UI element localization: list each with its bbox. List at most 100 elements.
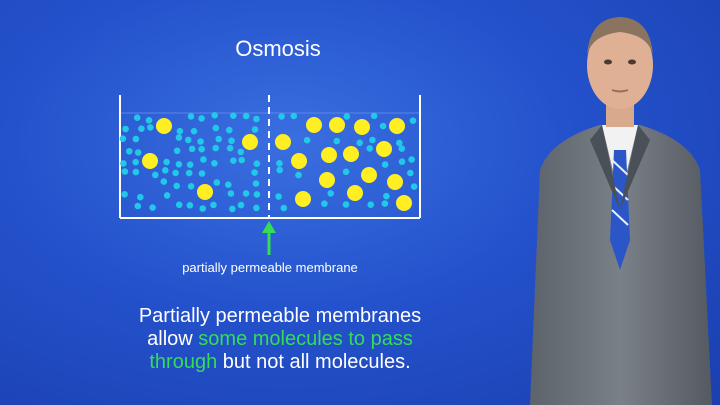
solute-molecules (142, 117, 412, 211)
water-molecule (343, 113, 351, 120)
water-molecule (119, 135, 127, 142)
water-molecule (197, 138, 204, 145)
water-molecule (238, 156, 245, 164)
solute-molecule (361, 167, 377, 183)
water-molecules (119, 112, 418, 213)
water-molecule (175, 201, 183, 209)
water-molecule (225, 181, 232, 188)
water-molecule (342, 201, 350, 208)
water-molecule (137, 193, 144, 201)
solute-molecule (306, 117, 322, 133)
water-molecule (145, 117, 153, 124)
water-molecule (200, 156, 207, 163)
water-molecule (278, 113, 285, 120)
solute-molecule (275, 134, 291, 150)
water-molecule (251, 169, 258, 176)
water-molecule (410, 183, 418, 190)
caption-line-1: Partially permeable membranes (138, 305, 422, 327)
water-molecule (407, 169, 414, 177)
water-molecule (242, 190, 250, 197)
water-molecule (132, 135, 140, 143)
water-molecule (210, 201, 217, 209)
water-molecule (253, 160, 261, 167)
water-molecule (369, 136, 376, 144)
water-molecule (251, 126, 259, 133)
caption-line-2: allow some molecules to pass (80, 328, 480, 351)
water-molecule (213, 179, 221, 186)
caption-highlight: some molecules to pass (198, 328, 413, 350)
caption-highlight: through (149, 351, 218, 373)
water-molecule (409, 117, 417, 124)
water-molecule (398, 145, 406, 152)
water-molecule (173, 182, 180, 190)
water-molecule (398, 158, 406, 165)
water-molecule (149, 204, 156, 211)
solute-molecule (343, 146, 359, 162)
water-molecule (185, 169, 193, 177)
water-molecule (121, 168, 129, 175)
water-molecule (379, 122, 387, 130)
water-molecule (237, 148, 245, 156)
water-molecule (138, 125, 145, 132)
water-molecule (381, 200, 389, 207)
water-molecule (173, 147, 181, 155)
water-molecule (185, 136, 192, 144)
water-molecule (121, 191, 128, 198)
solute-molecule (387, 174, 403, 190)
water-molecule (198, 115, 205, 122)
water-molecule (134, 149, 142, 156)
solute-molecule (389, 118, 405, 134)
water-molecule (226, 126, 233, 134)
solute-molecule (376, 141, 392, 157)
water-molecule (215, 135, 222, 143)
water-molecule (275, 193, 282, 200)
water-molecule (280, 204, 288, 212)
solute-molecule (321, 147, 337, 163)
solute-molecule (242, 134, 258, 150)
water-molecule (152, 171, 159, 179)
water-molecule (175, 134, 183, 141)
solute-molecule (295, 191, 311, 207)
water-molecule (370, 112, 378, 120)
water-molecule (253, 191, 261, 198)
water-molecule (132, 158, 139, 166)
water-molecule (230, 112, 237, 119)
water-molecule (290, 112, 298, 120)
water-molecule (163, 192, 171, 199)
solute-molecule (396, 195, 412, 211)
water-molecule (172, 169, 179, 177)
water-molecule (199, 205, 206, 212)
water-molecule (383, 192, 390, 200)
solute-molecule (197, 184, 213, 200)
solute-molecule (347, 185, 363, 201)
water-molecule (188, 145, 196, 153)
water-molecule (356, 139, 364, 147)
water-molecule (252, 180, 260, 187)
caption-text: allow (147, 328, 199, 350)
slide-title: Osmosis (235, 36, 321, 61)
water-molecule (396, 139, 403, 147)
water-molecule (381, 161, 389, 168)
water-molecule (132, 168, 140, 176)
water-molecule (366, 145, 374, 152)
water-molecule (230, 157, 237, 164)
water-molecule (408, 156, 415, 163)
water-molecule (176, 127, 184, 135)
water-molecule (367, 201, 375, 208)
membrane-label: partially permeable membrane (182, 260, 358, 275)
water-molecule (321, 200, 328, 207)
water-molecule (333, 137, 341, 145)
water-molecule (211, 160, 218, 167)
water-molecule (242, 112, 250, 120)
solute-molecule (291, 153, 307, 169)
water-molecule (327, 190, 335, 197)
water-molecule (162, 167, 169, 174)
water-molecule (253, 204, 260, 212)
caption: Partially permeable membranes allow some… (80, 305, 480, 374)
water-molecule (126, 148, 133, 155)
water-molecule (198, 170, 206, 177)
water-molecule (342, 168, 350, 176)
water-molecule (122, 125, 129, 133)
water-molecule (227, 190, 235, 197)
water-molecule (228, 137, 235, 145)
